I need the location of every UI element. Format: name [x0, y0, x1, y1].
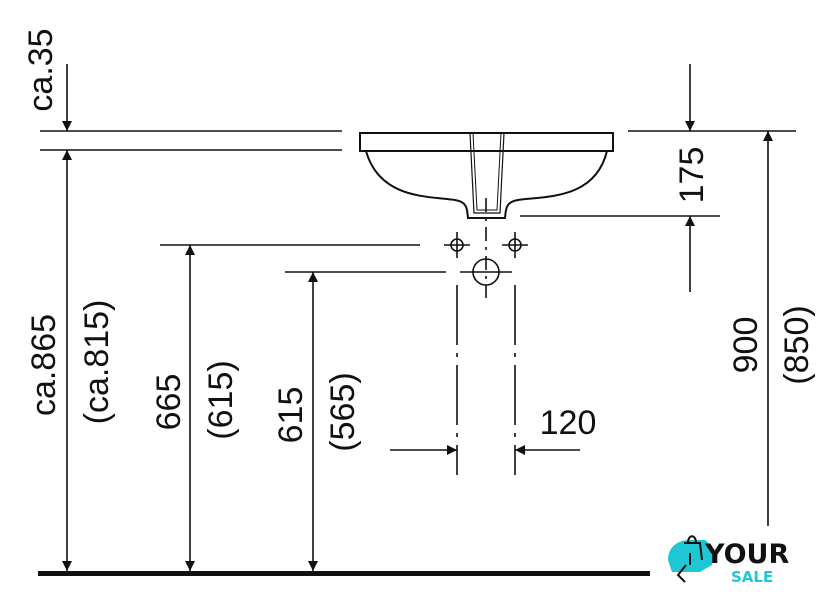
- label-ca865: ca.865: [25, 314, 63, 416]
- tap-hole-left: [444, 232, 470, 258]
- label-615-alt: (615): [202, 360, 240, 439]
- your-sale-logo: YOUR SALE: [665, 533, 807, 586]
- label-900: 900: [727, 317, 765, 374]
- sink-outline: [359, 132, 614, 219]
- label-665: 665: [150, 374, 188, 431]
- shopping-bag-hand-icon: [676, 535, 703, 583]
- logo-sale: SALE: [731, 568, 773, 586]
- floor-line: [38, 571, 650, 576]
- label-565: (565): [324, 372, 362, 451]
- label-120: 120: [540, 404, 597, 442]
- logo-your: YOUR: [704, 539, 789, 570]
- drain-hole: [460, 258, 512, 286]
- label-ca815: (ca.815): [78, 300, 116, 425]
- label-850: (850): [778, 305, 816, 384]
- label-175: 175: [673, 147, 711, 204]
- tap-hole-right: [502, 232, 528, 258]
- label-ca35: ca.35: [22, 28, 60, 111]
- label-615: 615: [272, 387, 310, 444]
